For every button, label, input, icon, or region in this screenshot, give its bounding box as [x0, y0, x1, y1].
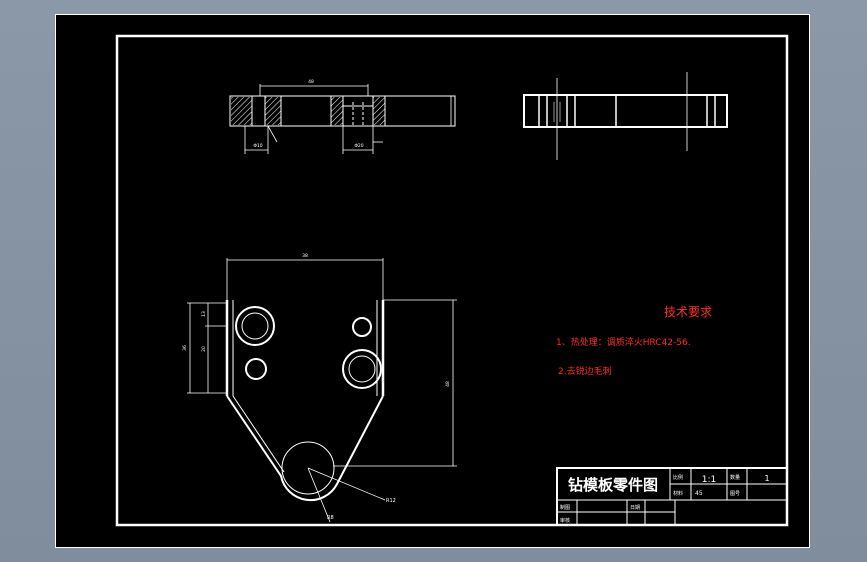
outer-frame — [55, 14, 810, 548]
designer-label: 制图 — [560, 504, 570, 511]
scale-value: 1:1 — [702, 475, 716, 485]
drawing-sheet: 48 Φ10 Φ20 — [55, 14, 810, 548]
drawing-title: 钻模板零件图 — [568, 476, 658, 494]
front-view — [187, 258, 457, 523]
material-value: 45 — [695, 490, 703, 497]
section-view — [229, 84, 456, 154]
dim-top-width: 48 — [308, 79, 314, 85]
material-label: 材料 — [673, 490, 683, 497]
drawing-no-label: 图号 — [730, 491, 740, 497]
dim-front-width: 38 — [302, 253, 308, 259]
dim-left-total: 36 — [182, 345, 188, 351]
dim-radius-right: R12 — [386, 498, 396, 504]
tech-req-item-1: 1、热处理：调质淬火HRC42-56. — [556, 336, 691, 348]
title-block — [556, 467, 788, 526]
date-label: 日期 — [630, 505, 640, 511]
reviewer-label: 审核 — [560, 517, 570, 524]
side-view — [523, 72, 728, 160]
inner-frame — [115, 34, 789, 527]
dim-radius-left: R8 — [327, 515, 334, 521]
count-label: 数量 — [730, 474, 740, 481]
count-value: 1 — [764, 474, 769, 483]
dim-left-lower: 20 — [201, 346, 207, 352]
engineering-drawing: 48 Φ10 Φ20 — [55, 14, 810, 548]
tech-req-heading: 技术要求 — [664, 305, 712, 319]
scale-label: 比例 — [673, 474, 683, 481]
tech-req-item-2: 2.去锐边毛刺 — [558, 365, 612, 377]
dim-top-hole-left: Φ10 — [253, 143, 262, 149]
dim-left-upper: 13 — [201, 311, 207, 317]
dim-front-height: 48 — [445, 381, 451, 387]
dim-top-hole-right: Φ20 — [354, 143, 363, 149]
